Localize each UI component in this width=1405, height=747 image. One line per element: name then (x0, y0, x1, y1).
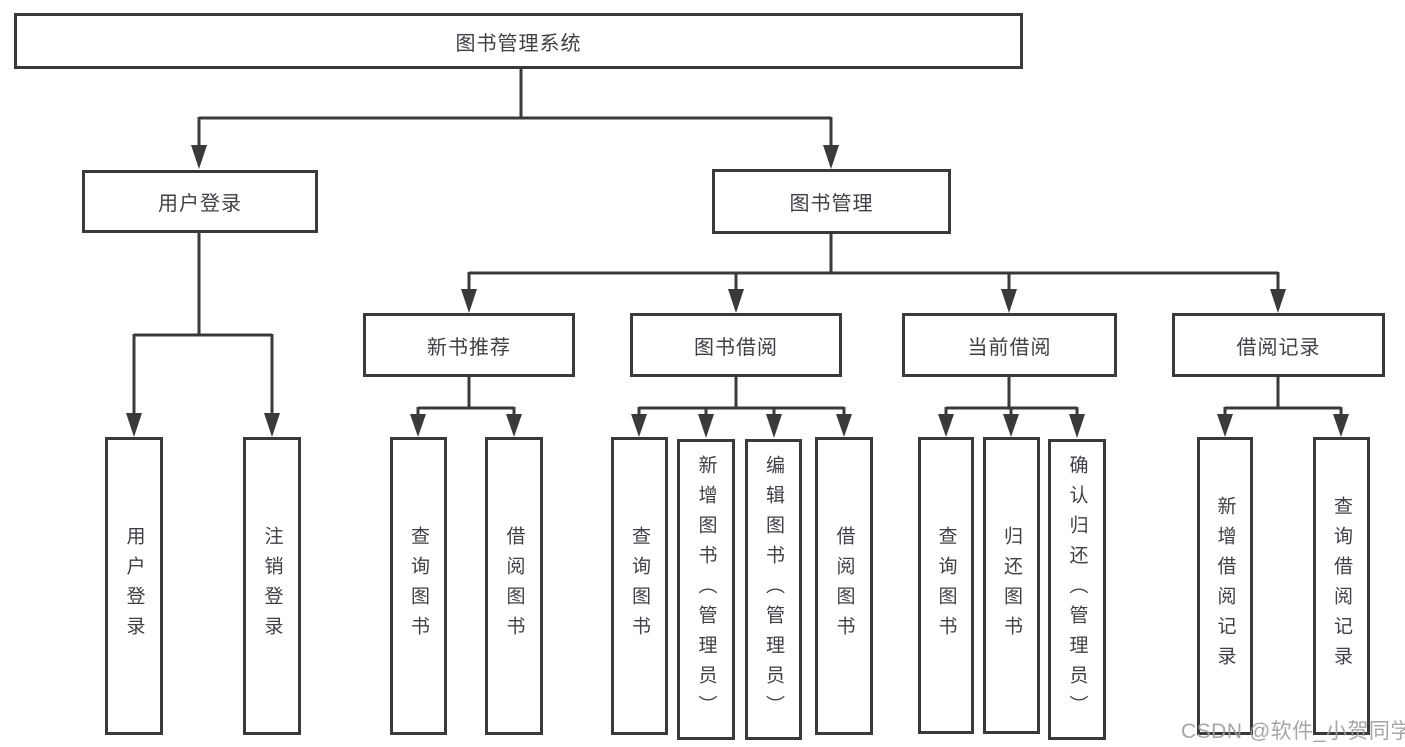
leaf-return-books-label: 归还图书 (1001, 525, 1022, 646)
leaf-borrow-books-label: 借阅图书 (833, 526, 855, 646)
arrowheads (126, 145, 1349, 438)
leaf-edit-books-admin-label: 编辑图书（管理员） (763, 454, 784, 725)
node-current-borrowing: 当前借阅 (902, 313, 1117, 377)
leaf-logout: 注销登录 (243, 437, 301, 735)
leaf-borrow-books: 借阅图书 (815, 437, 873, 735)
leaf-confirm-return-admin-label: 确认归还（管理员） (1066, 454, 1088, 725)
leaf-newbook-query-books: 查询图书 (390, 437, 447, 735)
leaf-borrow-query-books: 查询图书 (611, 437, 668, 735)
leaf-confirm-return-admin: 确认归还（管理员） (1048, 439, 1106, 740)
leaf-add-books-admin-label: 新增图书（管理员） (695, 454, 717, 725)
node-book-borrowing: 图书借阅 (630, 313, 842, 377)
leaf-add-borrow-record: 新增借阅记录 (1197, 437, 1253, 735)
leaf-add-borrow-record-label: 新增借阅记录 (1214, 496, 1236, 676)
node-new-book-recommend: 新书推荐 (363, 313, 575, 377)
node-book-management-label: 图书管理 (789, 193, 874, 215)
leaf-edit-books-admin: 编辑图书（管理员） (745, 439, 802, 740)
csdn-watermark: CSDN @软件_小贺同学 (1181, 720, 1405, 743)
node-library-system: 图书管理系统 (14, 13, 1023, 69)
node-book-borrowing-label: 图书借阅 (694, 336, 778, 359)
leaf-user-login-label: 用户登录 (123, 526, 145, 646)
leaf-query-borrow-record: 查询借阅记录 (1313, 437, 1370, 735)
leaf-newbook-borrow-books: 借阅图书 (485, 437, 543, 735)
node-new-book-recommend-label: 新书推荐 (427, 336, 511, 359)
node-user-login: 用户登录 (82, 170, 318, 233)
leaf-user-login: 用户登录 (105, 437, 163, 735)
leaf-current-query-books: 查询图书 (918, 437, 974, 734)
leaf-return-books: 归还图书 (983, 437, 1040, 734)
leaf-newbook-query-books-label: 查询图书 (408, 526, 429, 646)
node-user-login-label: 用户登录 (158, 193, 242, 215)
leaf-logout-label: 注销登录 (261, 526, 283, 646)
leaf-current-query-books-label: 查询图书 (935, 525, 957, 646)
leaf-newbook-borrow-books-label: 借阅图书 (503, 526, 525, 646)
node-borrowing-records-label: 借阅记录 (1236, 336, 1321, 359)
leaf-query-borrow-record-label: 查询借阅记录 (1331, 496, 1352, 676)
leaf-add-books-admin: 新增图书（管理员） (677, 439, 735, 740)
leaf-borrow-query-books-label: 查询图书 (629, 526, 650, 646)
node-borrowing-records: 借阅记录 (1172, 313, 1385, 377)
node-current-borrowing-label: 当前借阅 (967, 336, 1052, 359)
node-book-management: 图书管理 (712, 169, 951, 234)
node-library-system-label: 图书管理系统 (455, 32, 582, 55)
